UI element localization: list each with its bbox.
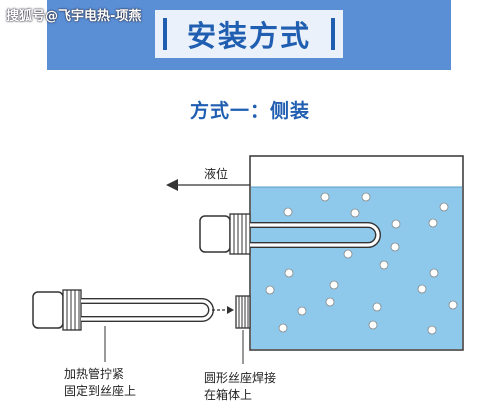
welded-socket — [235, 295, 251, 329]
bubble — [320, 192, 330, 202]
bubble — [350, 208, 360, 218]
bubble — [391, 219, 401, 229]
bubble — [368, 320, 378, 330]
installed-heater-cap — [199, 215, 231, 253]
loose-heater-nut — [62, 289, 82, 331]
loose-heater — [32, 289, 214, 331]
heater-label-line2: 固定到丝座上 — [64, 384, 137, 398]
bubble — [429, 268, 439, 278]
bubble — [343, 249, 353, 259]
bubble — [372, 302, 382, 312]
bubble — [427, 325, 437, 335]
bubble — [390, 242, 400, 252]
title-bracket-left — [163, 18, 167, 50]
installed-heater — [199, 213, 381, 255]
loose-heater-tube — [81, 298, 214, 322]
insert-arrow-head — [227, 306, 234, 314]
installed-heater-nut — [229, 213, 251, 255]
bubble — [297, 306, 307, 316]
title-banner: 安装方式 — [47, 0, 451, 70]
bubble — [265, 285, 275, 295]
bubble — [448, 300, 458, 310]
title-box: 安装方式 — [155, 10, 343, 58]
method-subtitle: 方式一：侧装 — [189, 100, 310, 122]
bubble — [417, 284, 427, 294]
bubble — [329, 280, 339, 290]
level-arrow-head — [166, 179, 178, 191]
bubble — [284, 268, 294, 278]
page-title: 安装方式 — [186, 19, 311, 53]
level-label: 液位 — [204, 167, 229, 181]
socket-label-line2: 在箱体上 — [204, 388, 253, 402]
heater-label-line1: 加热管拧紧 — [64, 367, 125, 381]
loose-heater-cap — [32, 291, 64, 329]
bubble — [439, 202, 449, 212]
bubble — [379, 260, 389, 270]
bubble — [428, 218, 438, 228]
bubble — [283, 207, 293, 217]
water-bubbles — [265, 192, 458, 335]
bubble — [361, 192, 371, 202]
socket-label-line1: 圆形丝座焊接 — [204, 371, 277, 385]
watermark: 搜狐号@飞宇电热-项燕 — [6, 9, 142, 24]
bubble — [325, 297, 335, 307]
bubble — [278, 323, 288, 333]
title-bracket-right — [331, 18, 335, 50]
